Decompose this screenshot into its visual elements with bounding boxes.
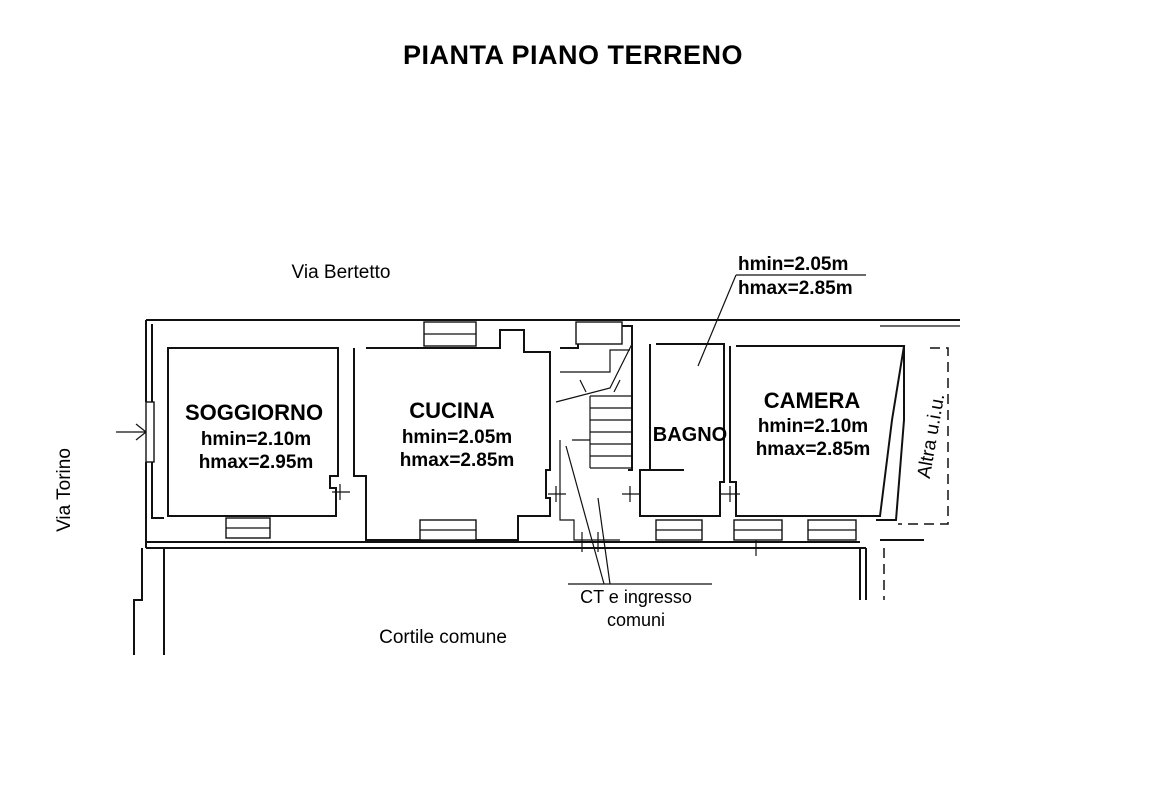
room-bagno (639, 343, 725, 541)
adjacent-unit-boundary (898, 347, 949, 525)
room-camera-hmax: hmax=2.85m (756, 439, 871, 460)
building-outline (133, 319, 960, 655)
room-camera-hmin: hmin=2.10m (758, 416, 868, 437)
room-soggiorno-hmin: hmin=2.10m (201, 429, 311, 450)
street-east-label: Altra u.i.u. (914, 392, 950, 480)
east-wall (876, 345, 905, 521)
door-cucina-stair (548, 486, 566, 502)
room-bagno-name: BAGNO (653, 424, 727, 446)
room-bagno-hmin: hmin=2.05m (738, 254, 848, 275)
room-camera (729, 345, 906, 541)
room-cucina-hmin: hmin=2.05m (402, 427, 512, 448)
plan-title: PIANTA PIANO TERRENO (403, 40, 743, 70)
door-stair-south (574, 532, 608, 552)
door-camera (720, 486, 757, 556)
stair-common-area (555, 321, 633, 541)
door-soggiorno-cucina (332, 484, 350, 500)
room-cucina-hmax: hmax=2.85m (400, 450, 515, 471)
street-south-label: Cortile comune (379, 627, 507, 648)
common-area-label-line2: comuni (607, 610, 665, 630)
door-bagno (622, 486, 640, 502)
room-soggiorno-hmax: hmax=2.95m (199, 452, 314, 473)
room-bagno-hmax: hmax=2.85m (738, 278, 853, 299)
room-soggiorno (167, 347, 339, 539)
common-area-label-line1: CT e ingresso (580, 587, 692, 607)
room-cucina-name: CUCINA (409, 398, 495, 423)
street-north-label: Via Bertetto (292, 262, 391, 283)
common-callout-leaders (565, 445, 712, 585)
room-soggiorno-name: SOGGIORNO (185, 400, 323, 425)
entrance-via-torino (116, 401, 155, 463)
street-west-label: Via Torino (54, 448, 75, 532)
room-camera-name: CAMERA (764, 388, 861, 413)
bagno-height-callout (697, 274, 866, 367)
room-cucina (353, 321, 551, 541)
